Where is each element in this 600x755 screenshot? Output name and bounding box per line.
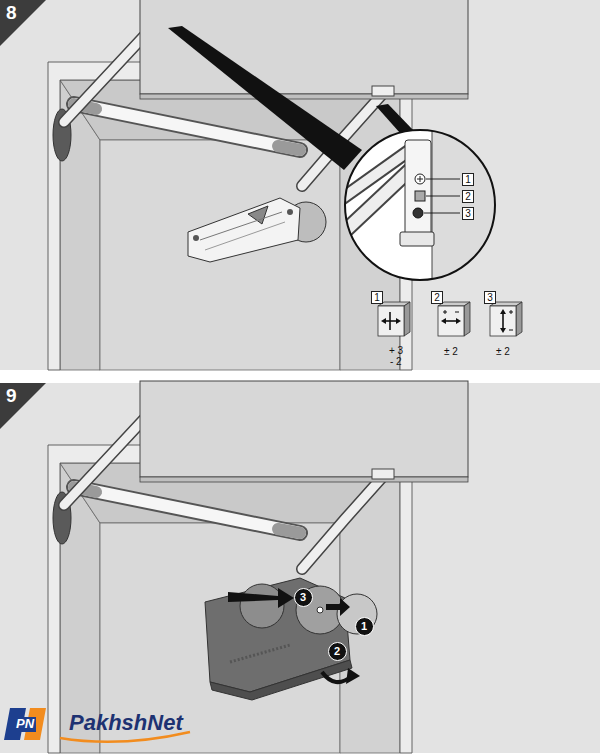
illustration-part	[168, 26, 362, 170]
callout-number: 2	[432, 292, 442, 303]
callout-number: 2	[329, 643, 346, 659]
illustration-part	[404, 302, 410, 336]
illustration-part	[500, 328, 506, 333]
illustration-part	[490, 306, 516, 336]
illustration-part	[205, 222, 285, 250]
corner-triangle-fill	[0, 0, 46, 46]
illustration-part	[230, 645, 290, 662]
callout-box: 2	[431, 291, 443, 304]
step-corner: 8	[0, 0, 46, 46]
illustration-part	[384, 320, 398, 322]
callout-circle: 3	[294, 588, 313, 607]
watermark: PakhshNet	[69, 710, 183, 735]
illustration-part	[455, 312, 459, 313]
illustration-part	[326, 598, 350, 616]
illustration-part	[509, 330, 513, 331]
illustration-part	[415, 174, 425, 184]
logo-mark	[4, 708, 190, 742]
illustration-part	[317, 607, 323, 613]
illustration-part	[376, 104, 414, 133]
illustration-part	[500, 309, 506, 314]
illustration-part	[389, 312, 391, 330]
illustration-part	[345, 130, 495, 280]
callout-circle: 2	[328, 642, 347, 661]
illustration-part	[193, 235, 199, 241]
illustration-part	[464, 302, 470, 336]
step-number: 8	[6, 2, 17, 24]
illustration-part	[426, 196, 460, 197]
illustration-part	[511, 310, 512, 314]
callout-box: 1	[371, 291, 383, 304]
illustration-part	[420, 176, 421, 182]
callout-number: 1	[356, 618, 373, 634]
adjust-range: + 3	[389, 345, 403, 357]
callout-number: 1	[463, 174, 473, 185]
step-number: 9	[6, 385, 17, 407]
illustration-part	[405, 140, 431, 240]
illustration-part	[441, 318, 446, 324]
illustration-part	[424, 213, 460, 214]
callout-number: 3	[463, 208, 473, 219]
illustration-part	[381, 318, 386, 324]
illustration-part	[287, 209, 293, 215]
callout-number: 3	[485, 292, 495, 303]
illustration-part	[378, 306, 404, 336]
callout-box: 3	[462, 207, 474, 220]
callout-circle: 1	[355, 617, 374, 636]
callout-box: 2	[462, 190, 474, 203]
logo-letters: PN	[14, 717, 36, 732]
illustration-part	[445, 310, 446, 314]
illustration-part	[210, 660, 352, 700]
illustration-part	[0, 0, 600, 370]
corner-triangle-fill	[0, 383, 46, 429]
illustration-part	[330, 110, 520, 300]
adjust-icons	[378, 302, 522, 336]
illustration-part	[413, 208, 423, 218]
illustration-part	[396, 318, 401, 324]
callout-box: 3	[484, 291, 496, 304]
adjust-range: ± 2	[444, 346, 458, 358]
callout-number: 3	[295, 589, 312, 605]
illustration-part	[0, 381, 600, 753]
callout-number: 1	[372, 292, 382, 303]
illustration-part	[444, 320, 458, 322]
callout-box: 1	[462, 173, 474, 186]
illustration-part	[200, 212, 282, 240]
illustration-part	[426, 179, 460, 180]
illustration-part	[248, 206, 268, 224]
illustration-part	[188, 198, 300, 262]
illustration-part	[502, 312, 504, 330]
illustration-part	[346, 668, 360, 684]
adjust-range: - 2	[390, 356, 402, 368]
illustration-part	[432, 110, 520, 300]
callout-number: 2	[463, 191, 473, 202]
adjust-range: ± 2	[496, 346, 510, 358]
illustration-part	[240, 584, 284, 628]
illustration-part	[456, 318, 461, 324]
lift-mechanism	[188, 198, 300, 262]
illustration-part	[415, 191, 425, 201]
illustration-part	[400, 232, 434, 246]
step-corner: 9	[0, 383, 46, 429]
illustration-part	[516, 302, 522, 336]
illustration-part	[228, 588, 294, 608]
cover-cap	[205, 578, 377, 700]
illustration-part	[438, 306, 464, 336]
